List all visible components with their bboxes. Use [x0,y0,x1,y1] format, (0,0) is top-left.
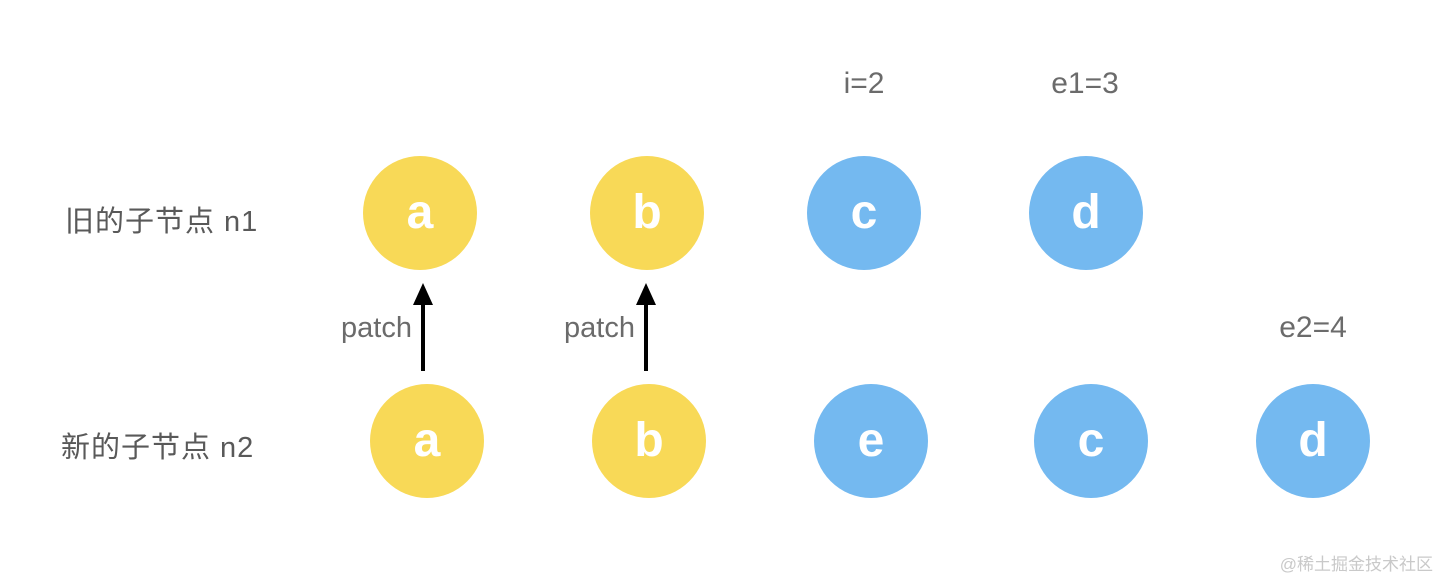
annotation-e1-index: e1=3 [1051,67,1119,100]
node-old-a: a [363,156,477,270]
node-old-d: d [1029,156,1143,270]
row-label-new-children: 新的子节点 n2 [61,432,255,464]
patch-label-1: patch [341,312,412,344]
node-old-b: b [590,156,704,270]
annotation-e2-index: e2=4 [1279,311,1347,344]
patch-label-2: patch [564,312,635,344]
node-old-c: c [807,156,921,270]
annotation-i-index: i=2 [843,67,885,100]
up-arrow-2-shaft [644,303,648,371]
row-label-old-children: 旧的子节点 n1 [65,206,259,238]
node-new-c: c [1034,384,1148,498]
node-new-a: a [370,384,484,498]
up-arrow-1-head-icon [413,283,433,305]
up-arrow-2-head-icon [636,283,656,305]
node-new-b: b [592,384,706,498]
node-new-e: e [814,384,928,498]
up-arrow-1-shaft [421,303,425,371]
node-new-d: d [1256,384,1370,498]
watermark: @稀土掘金技术社区 [1279,555,1433,574]
